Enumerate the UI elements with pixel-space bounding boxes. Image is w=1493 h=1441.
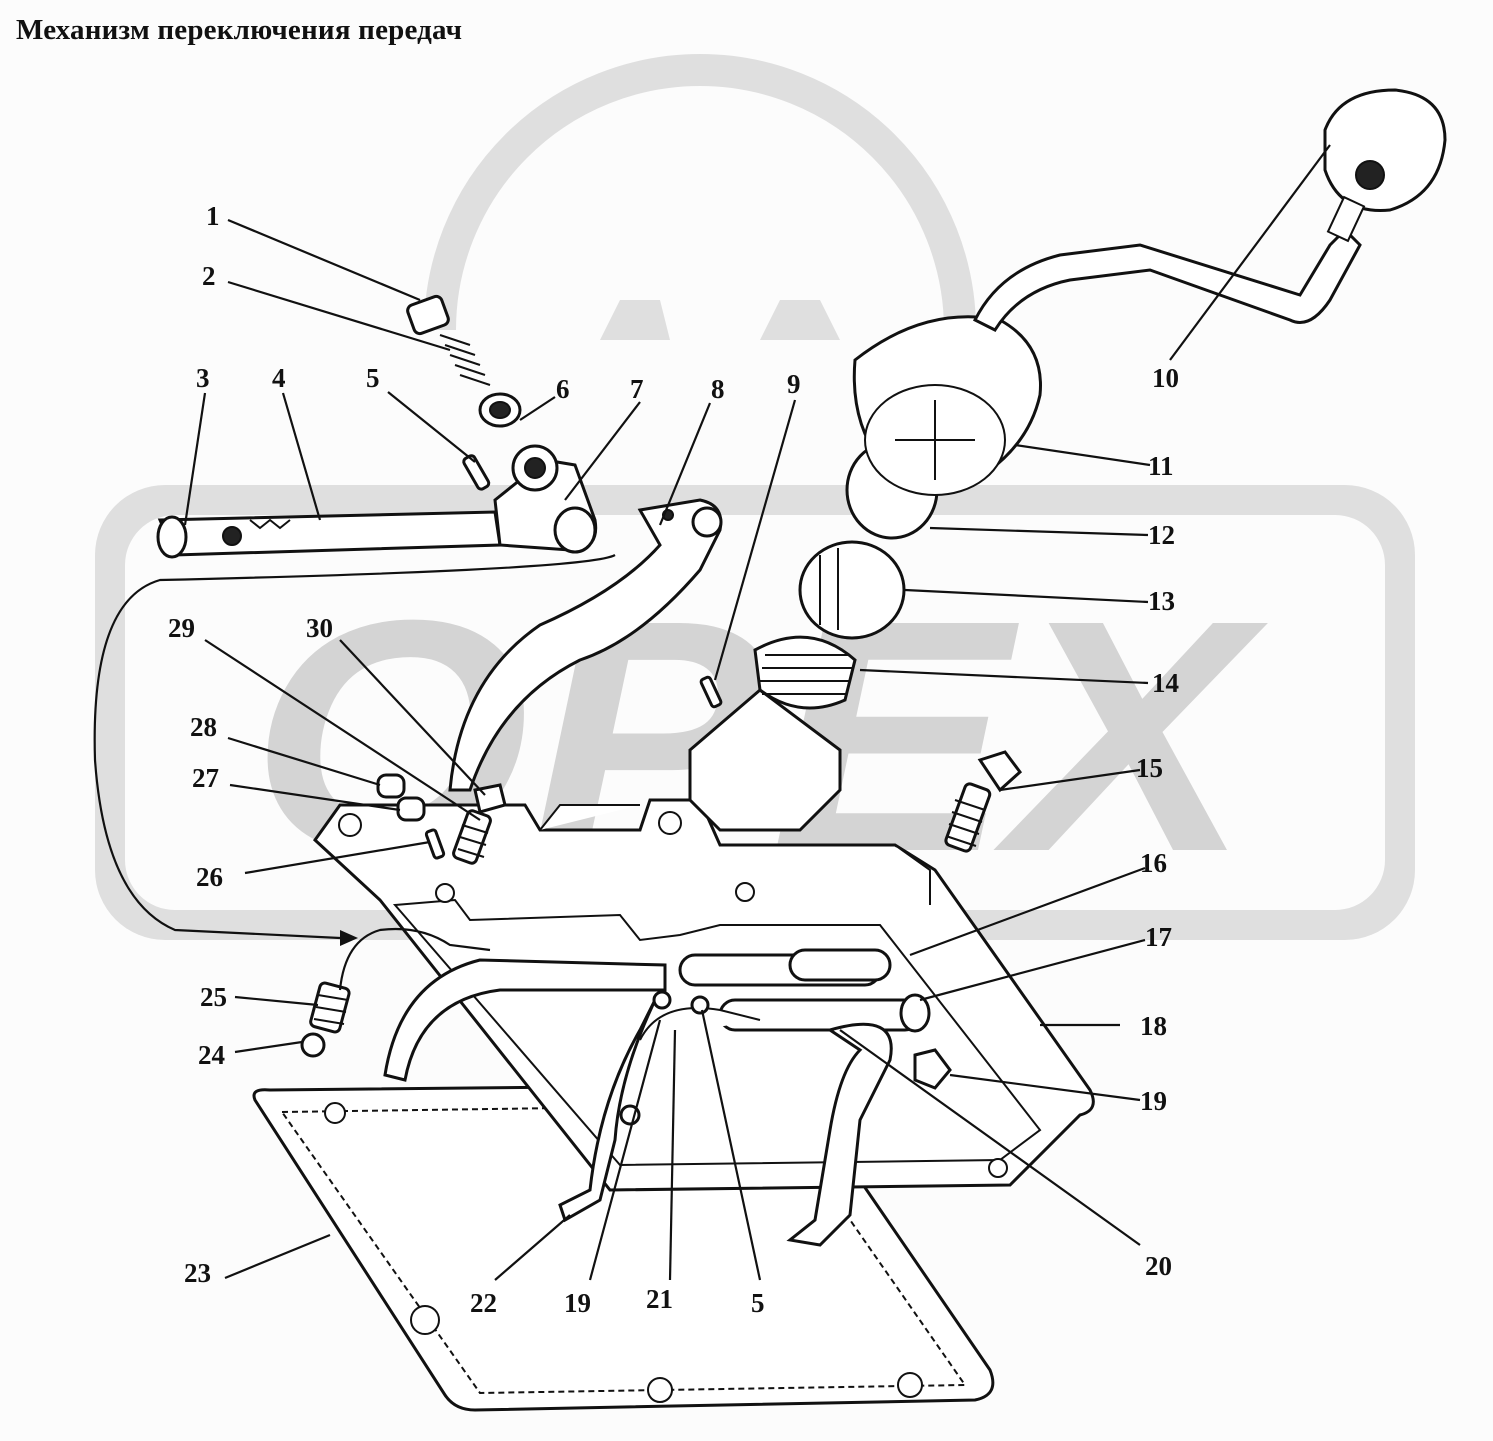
callout-10: 10 <box>1152 363 1179 393</box>
callout-2: 2 <box>202 261 216 291</box>
gear-lever-and-knob <box>972 88 1447 332</box>
callout-26: 26 <box>196 862 223 892</box>
callout-5-bottom: 5 <box>751 1288 765 1318</box>
callout-6: 6 <box>556 374 570 404</box>
callout-23: 23 <box>184 1258 211 1288</box>
callout-19-bottom: 19 <box>564 1288 591 1318</box>
callout-17: 17 <box>1145 922 1172 952</box>
page-title: Механизм переключения передач <box>16 14 463 46</box>
callout-18: 18 <box>1140 1011 1167 1041</box>
callout-28: 28 <box>190 712 217 742</box>
callout-16: 16 <box>1140 848 1167 878</box>
detent-parts <box>300 773 507 1058</box>
callout-4: 4 <box>272 363 286 393</box>
callout-25: 25 <box>200 982 227 1012</box>
callout-15: 15 <box>1136 753 1163 783</box>
callout-9: 9 <box>787 369 801 399</box>
callout-8: 8 <box>711 374 725 404</box>
lock-parts <box>619 990 952 1126</box>
intermediate-lever-part-8 <box>448 498 723 792</box>
callout-12: 12 <box>1148 520 1175 550</box>
callout-14: 14 <box>1152 668 1179 698</box>
cable-arrow <box>93 554 616 991</box>
callout-27: 27 <box>192 763 219 793</box>
callout-13: 13 <box>1148 586 1175 616</box>
shift-rods <box>678 948 931 1033</box>
plug-and-spring-parts <box>406 294 723 709</box>
callout-19-right: 19 <box>1140 1086 1167 1116</box>
shift-lever-assembly <box>688 315 1042 832</box>
callout-11: 11 <box>1148 451 1174 481</box>
selector-rod-part-4 <box>156 444 598 559</box>
callout-29: 29 <box>168 613 195 643</box>
callout-30: 30 <box>306 613 333 643</box>
leader-lines <box>183 144 1331 1281</box>
callout-7: 7 <box>630 374 644 404</box>
callout-labels: 1 2 3 4 5 6 7 8 9 10 11 12 13 14 15 16 1… <box>168 201 1179 1318</box>
callout-20: 20 <box>1145 1251 1172 1281</box>
callout-24: 24 <box>198 1040 225 1070</box>
callout-1: 1 <box>206 201 220 231</box>
bolt-part-15 <box>944 750 1023 853</box>
callout-5-top: 5 <box>366 363 380 393</box>
callout-22: 22 <box>470 1288 497 1318</box>
callout-3: 3 <box>196 363 210 393</box>
callout-21: 21 <box>646 1284 673 1314</box>
shift-forks <box>383 958 893 1247</box>
